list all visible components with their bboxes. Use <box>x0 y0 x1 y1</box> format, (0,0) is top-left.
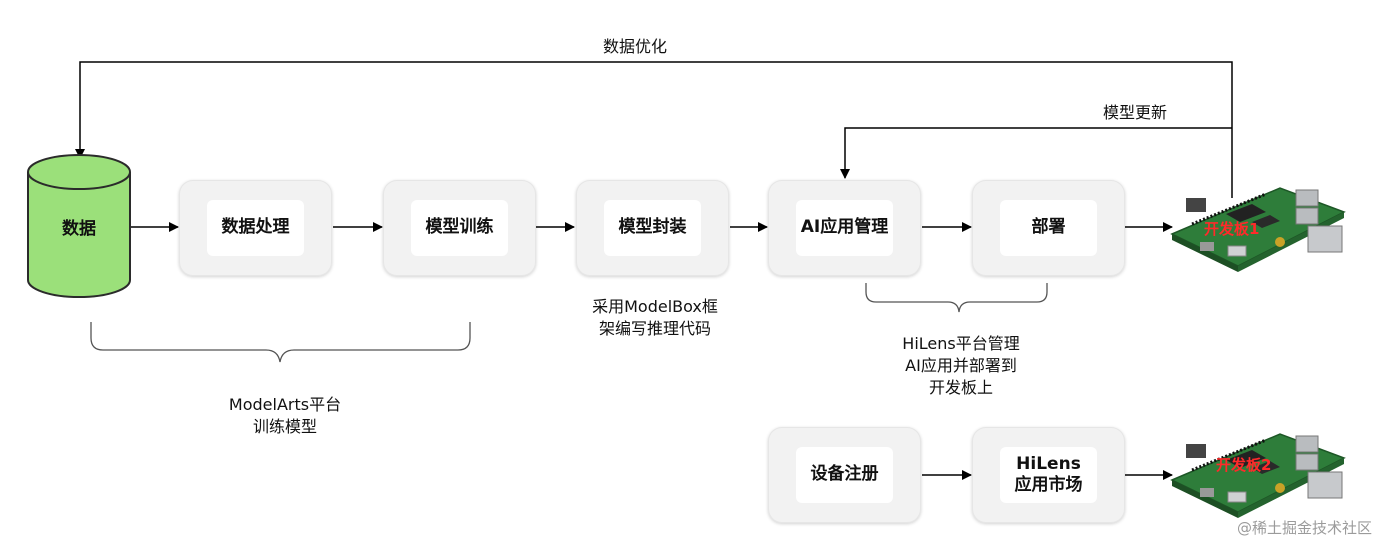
node-data-processing-label: 数据处理 <box>207 200 304 256</box>
node-device-registration[interactable]: 设备注册 <box>768 427 921 523</box>
node-hilens-market-label: HiLens 应用市场 <box>1000 447 1097 503</box>
note-modelarts-line2: 训练模型 <box>252 417 317 436</box>
note-modelarts-line1: ModelArts平台 <box>228 395 342 414</box>
data-optimization-loop <box>75 61 1233 198</box>
node-device-registration-label: 设备注册 <box>796 447 893 503</box>
node-data-label: 数据 <box>62 219 96 239</box>
dev-board-icon <box>1170 187 1346 272</box>
model-update-loop <box>840 127 1232 179</box>
dev-board-2[interactable]: 开发板2 <box>1168 424 1348 522</box>
node-model-training[interactable]: 模型训练 <box>383 180 536 276</box>
hilens-market-line1: HiLens <box>1016 453 1081 474</box>
note-modelbox-line1: 采用ModelBox框 <box>592 297 718 316</box>
node-model-packaging-label: 模型封装 <box>604 200 701 256</box>
node-ai-app-management-label: AI应用管理 <box>796 200 893 256</box>
dev-board-1-label: 开发板1 <box>1204 220 1260 238</box>
dev-board-2-label: 开发板2 <box>1216 456 1272 474</box>
node-deploy-label: 部署 <box>1000 200 1097 256</box>
note-modelbox: 采用ModelBox框 架编写推理代码 <box>560 296 750 340</box>
node-hilens-market[interactable]: HiLens 应用市场 <box>972 427 1125 523</box>
brace-hilens <box>865 283 1048 313</box>
dev-board-icon <box>1170 433 1346 518</box>
dev-board-1[interactable]: 开发板1 <box>1168 178 1348 276</box>
note-hilens-line1: HiLens平台管理 <box>902 334 1020 353</box>
note-hilens-line2: AI应用并部署到 <box>905 356 1017 375</box>
hilens-market-line2: 应用市场 <box>1014 475 1083 495</box>
node-data-processing[interactable]: 数据处理 <box>179 180 332 276</box>
brace-modelarts <box>90 322 471 363</box>
note-modelarts: ModelArts平台 训练模型 <box>190 394 380 438</box>
note-hilens: HiLens平台管理 AI应用并部署到 开发板上 <box>863 333 1059 399</box>
node-deploy[interactable]: 部署 <box>972 180 1125 276</box>
note-hilens-line3: 开发板上 <box>928 378 993 397</box>
watermark: @稀土掘金技术社区 <box>1236 519 1372 537</box>
note-modelbox-line2: 架编写推理代码 <box>598 319 711 338</box>
node-model-packaging[interactable]: 模型封装 <box>576 180 729 276</box>
database-cylinder-icon <box>27 154 131 298</box>
node-ai-app-management[interactable]: AI应用管理 <box>768 180 921 276</box>
edge-label-data-optimization: 数据优化 <box>602 37 667 56</box>
edge-label-model-update: 模型更新 <box>1102 103 1167 122</box>
node-model-training-label: 模型训练 <box>411 200 508 256</box>
